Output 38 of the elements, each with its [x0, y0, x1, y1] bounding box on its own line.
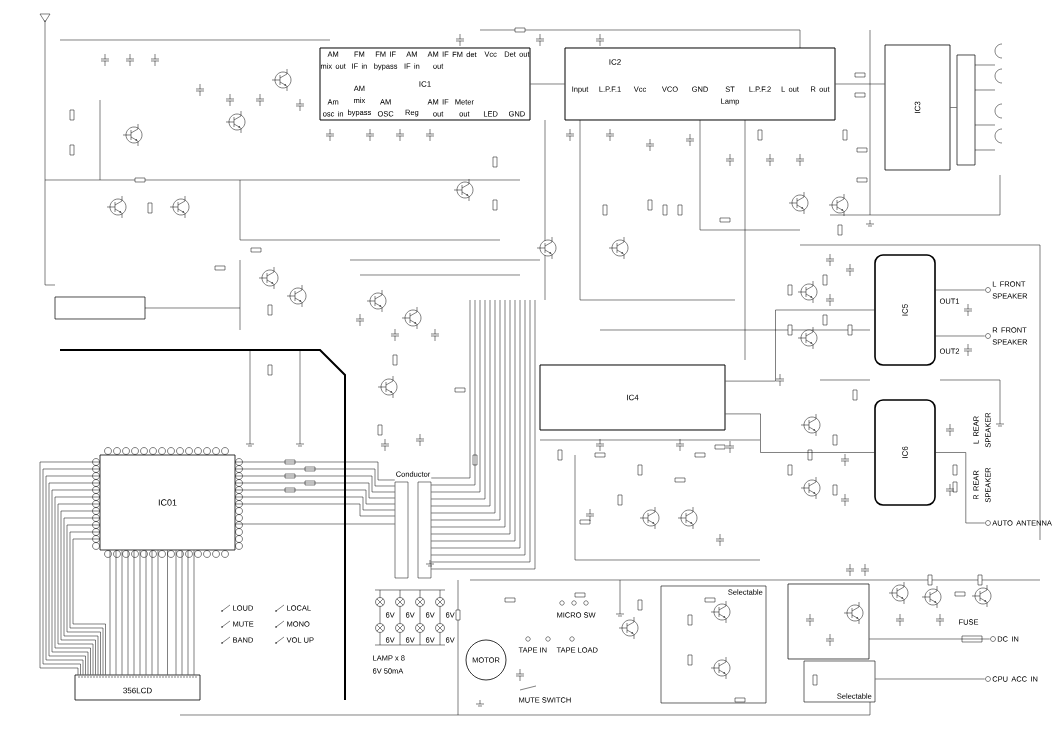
component-box	[54, 296, 146, 320]
wire	[935, 452, 985, 524]
wire	[193, 550, 195, 675]
wire	[875, 678, 985, 680]
wire	[835, 83, 885, 85]
wire	[235, 475, 395, 493]
wire	[235, 523, 395, 525]
wire	[530, 83, 565, 85]
wire	[151, 550, 153, 675]
wire	[235, 503, 395, 517]
wire	[72, 538, 106, 675]
component-box	[956, 54, 976, 166]
wire	[115, 550, 117, 675]
component-box	[787, 583, 870, 660]
wire	[133, 550, 135, 675]
wire	[869, 638, 990, 640]
wire	[235, 461, 395, 481]
ic-chip: IC01	[92, 447, 243, 558]
wire	[725, 309, 875, 382]
wire	[935, 335, 985, 337]
wire	[181, 550, 183, 675]
wire	[935, 289, 985, 291]
wire	[187, 550, 189, 675]
wire	[145, 550, 147, 675]
wire	[235, 468, 395, 487]
wire	[109, 550, 111, 675]
wire	[235, 489, 395, 505]
wire	[139, 550, 141, 675]
wire	[121, 550, 123, 675]
wire	[167, 550, 168, 675]
wire	[725, 413, 875, 453]
wire	[235, 482, 395, 499]
wire	[175, 550, 177, 675]
wire	[950, 107, 957, 108]
wire	[157, 550, 159, 675]
wire	[235, 496, 395, 511]
wire	[127, 550, 129, 675]
wire	[69, 531, 104, 675]
